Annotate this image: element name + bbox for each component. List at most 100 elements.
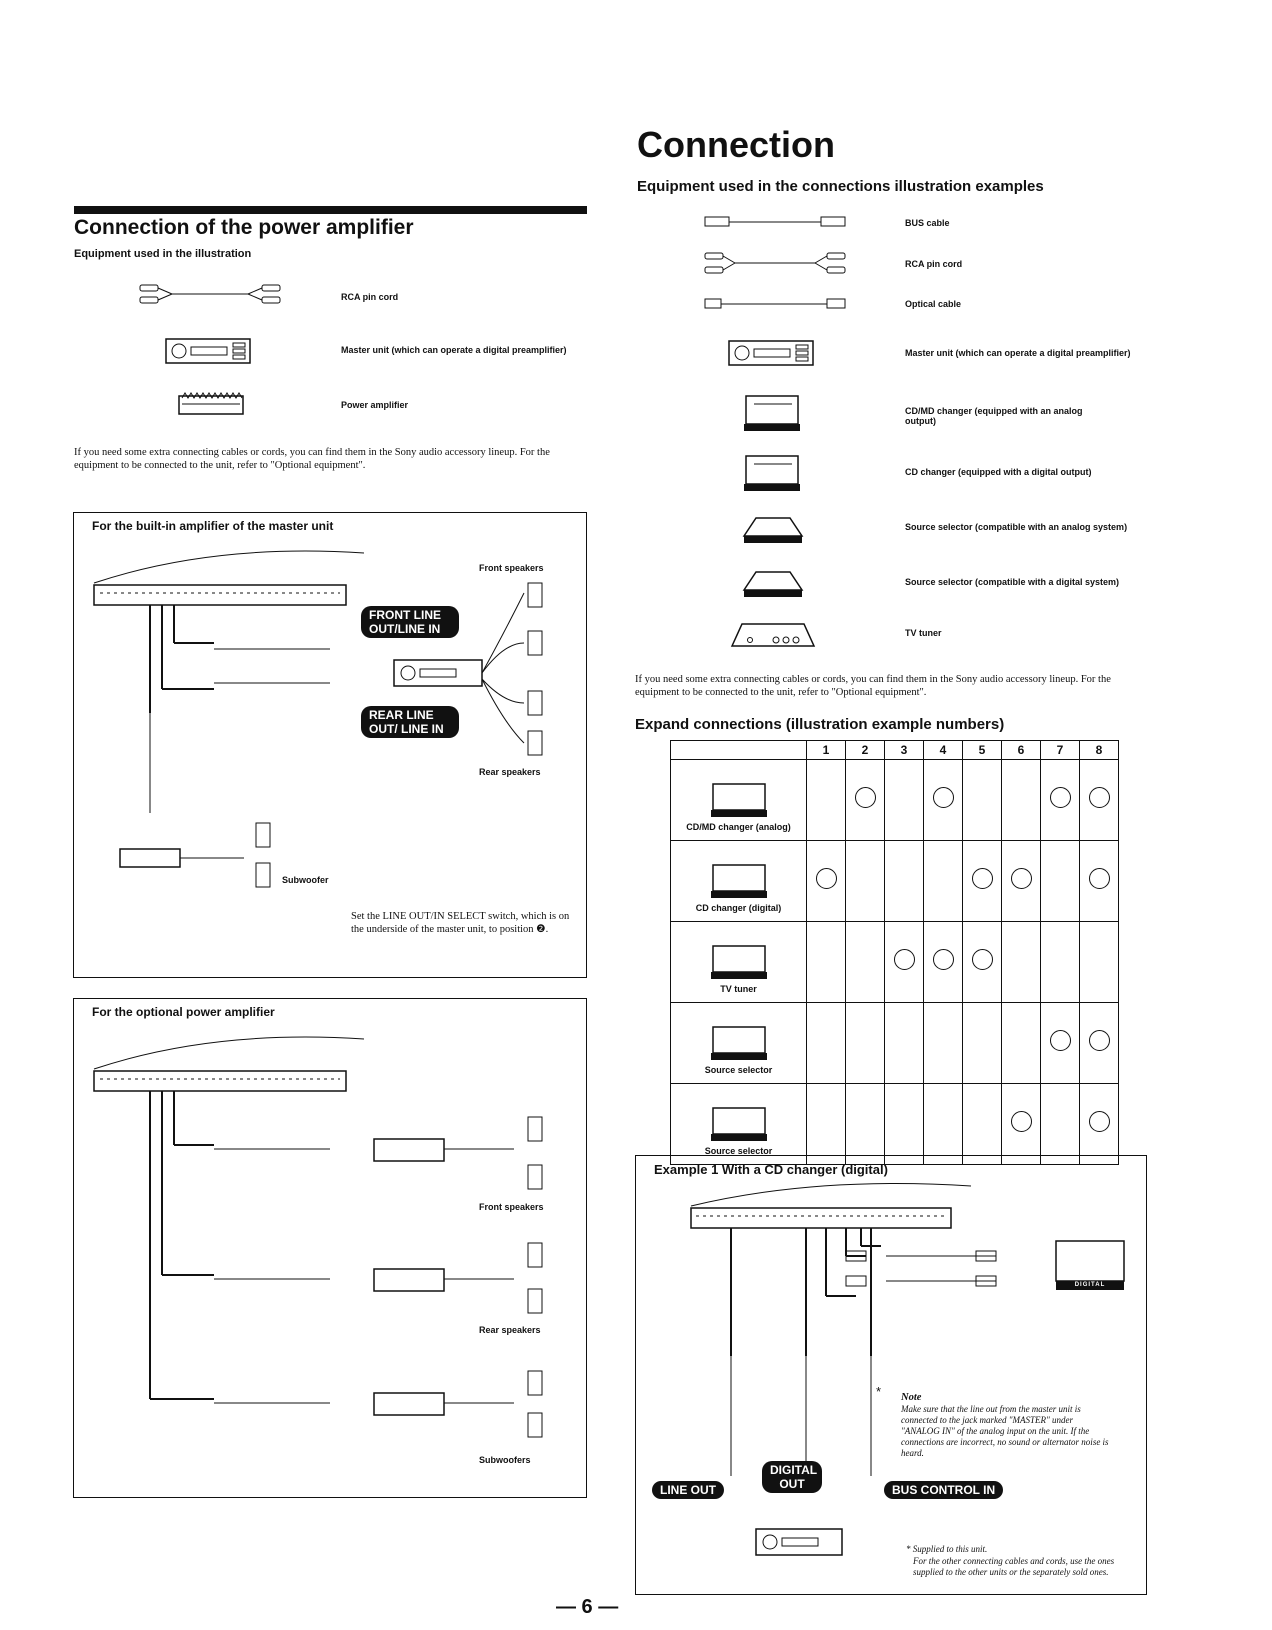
table-cell bbox=[962, 1083, 1002, 1165]
circle-mark bbox=[1088, 868, 1110, 889]
bus-cable-icon bbox=[704, 216, 846, 227]
table-cell bbox=[962, 1002, 1002, 1084]
table-row-device: TV tuner bbox=[670, 921, 807, 1003]
table-col-header: 5 bbox=[962, 740, 1002, 760]
table-cell bbox=[1079, 1083, 1119, 1165]
note-text: Make sure that the line out from the mas… bbox=[901, 1404, 1109, 1458]
circle-mark bbox=[893, 949, 915, 970]
circle-mark bbox=[815, 868, 837, 889]
equip-label: Master unit (which can operate a digital… bbox=[341, 345, 567, 355]
table-cell bbox=[923, 1002, 963, 1084]
subwoofer-label: Subwoofer bbox=[282, 875, 329, 885]
power-amplifier-icon bbox=[178, 392, 244, 415]
builtin-amplifier-box: For the built-in amplifier of the master… bbox=[73, 512, 587, 978]
table-col-header: 8 bbox=[1079, 740, 1119, 760]
table-cell bbox=[845, 840, 885, 922]
box-title: For the built-in amplifier of the master… bbox=[92, 519, 334, 533]
device-icon bbox=[710, 783, 767, 817]
table-row-label: Source selector bbox=[704, 1065, 773, 1075]
table-row: CD changer (digital) bbox=[670, 840, 1119, 922]
table-cell bbox=[1001, 921, 1041, 1003]
page-title: Connection bbox=[637, 124, 835, 165]
example-title: Example 1 With a CD changer (digital) bbox=[654, 1162, 888, 1177]
table-cell bbox=[1079, 921, 1119, 1003]
circle-mark bbox=[1088, 787, 1110, 808]
circle-mark bbox=[1088, 1030, 1110, 1051]
table-cell bbox=[923, 921, 963, 1003]
table-col-header: 1 bbox=[806, 740, 846, 760]
circle-mark bbox=[932, 949, 954, 970]
builtin-amp-wiring-diagram bbox=[93, 550, 543, 888]
device-icon bbox=[710, 864, 767, 898]
table-cell bbox=[845, 1083, 885, 1165]
equip-label: RCA pin cord bbox=[905, 259, 963, 269]
equip-label: Optical cable bbox=[905, 299, 962, 309]
left-section-title: Connection of the power amplifier bbox=[74, 216, 414, 239]
front-speakers-label: Front speakers bbox=[479, 1202, 544, 1212]
table-cell bbox=[884, 759, 924, 841]
table-cell bbox=[1040, 1002, 1080, 1084]
table-cell bbox=[1040, 759, 1080, 841]
expand-connections-heading: Expand connections (illustration example… bbox=[635, 716, 1005, 733]
table-cell bbox=[1001, 759, 1041, 841]
optional-amplifier-box: For the optional power amplifier Front s… bbox=[73, 998, 587, 1498]
table-cell bbox=[884, 1083, 924, 1165]
table-row-label: TV tuner bbox=[720, 984, 757, 994]
equip-label: RCA pin cord bbox=[341, 292, 399, 302]
table-cell bbox=[1001, 1002, 1041, 1084]
example-1-box: Example 1 With a CD changer (digital) DI… bbox=[635, 1155, 1147, 1595]
cd-md-changer-analog-icon bbox=[744, 395, 800, 431]
table-cell bbox=[845, 759, 885, 841]
table-cell bbox=[1040, 921, 1080, 1003]
table-col-header: 3 bbox=[884, 740, 924, 760]
circle-mark bbox=[1049, 1030, 1071, 1051]
table-col-header: 7 bbox=[1040, 740, 1080, 760]
table-cell bbox=[884, 921, 924, 1003]
master-unit-icon bbox=[165, 338, 251, 364]
footnote-supplied: * Supplied to this unit. bbox=[906, 1544, 988, 1554]
table-row: Source selector bbox=[670, 1083, 1119, 1165]
table-cell bbox=[806, 840, 846, 922]
equip-label: CD/MD changer (equipped with an analog o… bbox=[905, 406, 1083, 426]
table-cell bbox=[962, 840, 1002, 922]
right-equip-heading: Equipment used in the connections illust… bbox=[637, 178, 1044, 195]
line-out-tag: LINE OUT bbox=[652, 1481, 724, 1499]
table-row: TV tuner bbox=[670, 921, 1119, 1003]
asterisk-mark: * bbox=[876, 1384, 882, 1399]
equip-label: CD changer (equipped with a digital outp… bbox=[905, 467, 1092, 477]
left-equip-heading: Equipment used in the illustration bbox=[74, 248, 252, 260]
table-cell bbox=[1079, 759, 1119, 841]
master-unit-icon bbox=[728, 340, 814, 366]
circle-mark bbox=[932, 787, 954, 808]
rca-pin-cord-icon bbox=[704, 252, 846, 274]
circle-mark bbox=[971, 949, 993, 970]
optical-cable-icon bbox=[704, 298, 846, 309]
digital-out-tag: DIGITAL OUT bbox=[762, 1461, 822, 1493]
expand-connections-table: 1 2 3 4 5 6 7 8 CD/MD changer (analog)CD… bbox=[670, 740, 1119, 1165]
table-cell bbox=[806, 1083, 846, 1165]
page-number: — 6 — bbox=[556, 1596, 619, 1618]
subwoofers-label: Subwoofers bbox=[479, 1455, 531, 1465]
circle-mark bbox=[1010, 1111, 1032, 1132]
table-row-label: CD/MD changer (analog) bbox=[686, 822, 791, 832]
table-row: CD/MD changer (analog) bbox=[670, 759, 1119, 841]
digital-tag: DIGITAL bbox=[1056, 1281, 1124, 1290]
table-cell bbox=[884, 1002, 924, 1084]
rear-speakers-label: Rear speakers bbox=[479, 1325, 541, 1335]
optional-amp-wiring-diagram bbox=[93, 1036, 543, 1438]
table-row-device: CD/MD changer (analog) bbox=[670, 759, 807, 841]
box-title: For the optional power amplifier bbox=[92, 1005, 275, 1019]
source-selector-analog-icon bbox=[742, 517, 804, 543]
circle-mark bbox=[1088, 1111, 1110, 1132]
device-icon bbox=[710, 945, 767, 979]
table-cell bbox=[923, 759, 963, 841]
table-row-label: Source selector bbox=[704, 1146, 773, 1156]
table-header-blank bbox=[670, 740, 807, 760]
tv-tuner-icon bbox=[730, 623, 816, 647]
equip-label: Source selector (compatible with an anal… bbox=[905, 522, 1128, 532]
equip-label: Master unit (which can operate a digital… bbox=[905, 348, 1131, 358]
circle-mark bbox=[1010, 868, 1032, 889]
rear-line-out-tag: REAR LINE OUT/ LINE IN bbox=[361, 706, 459, 738]
rear-speakers-label: Rear speakers bbox=[479, 767, 541, 777]
table-cell bbox=[962, 759, 1002, 841]
